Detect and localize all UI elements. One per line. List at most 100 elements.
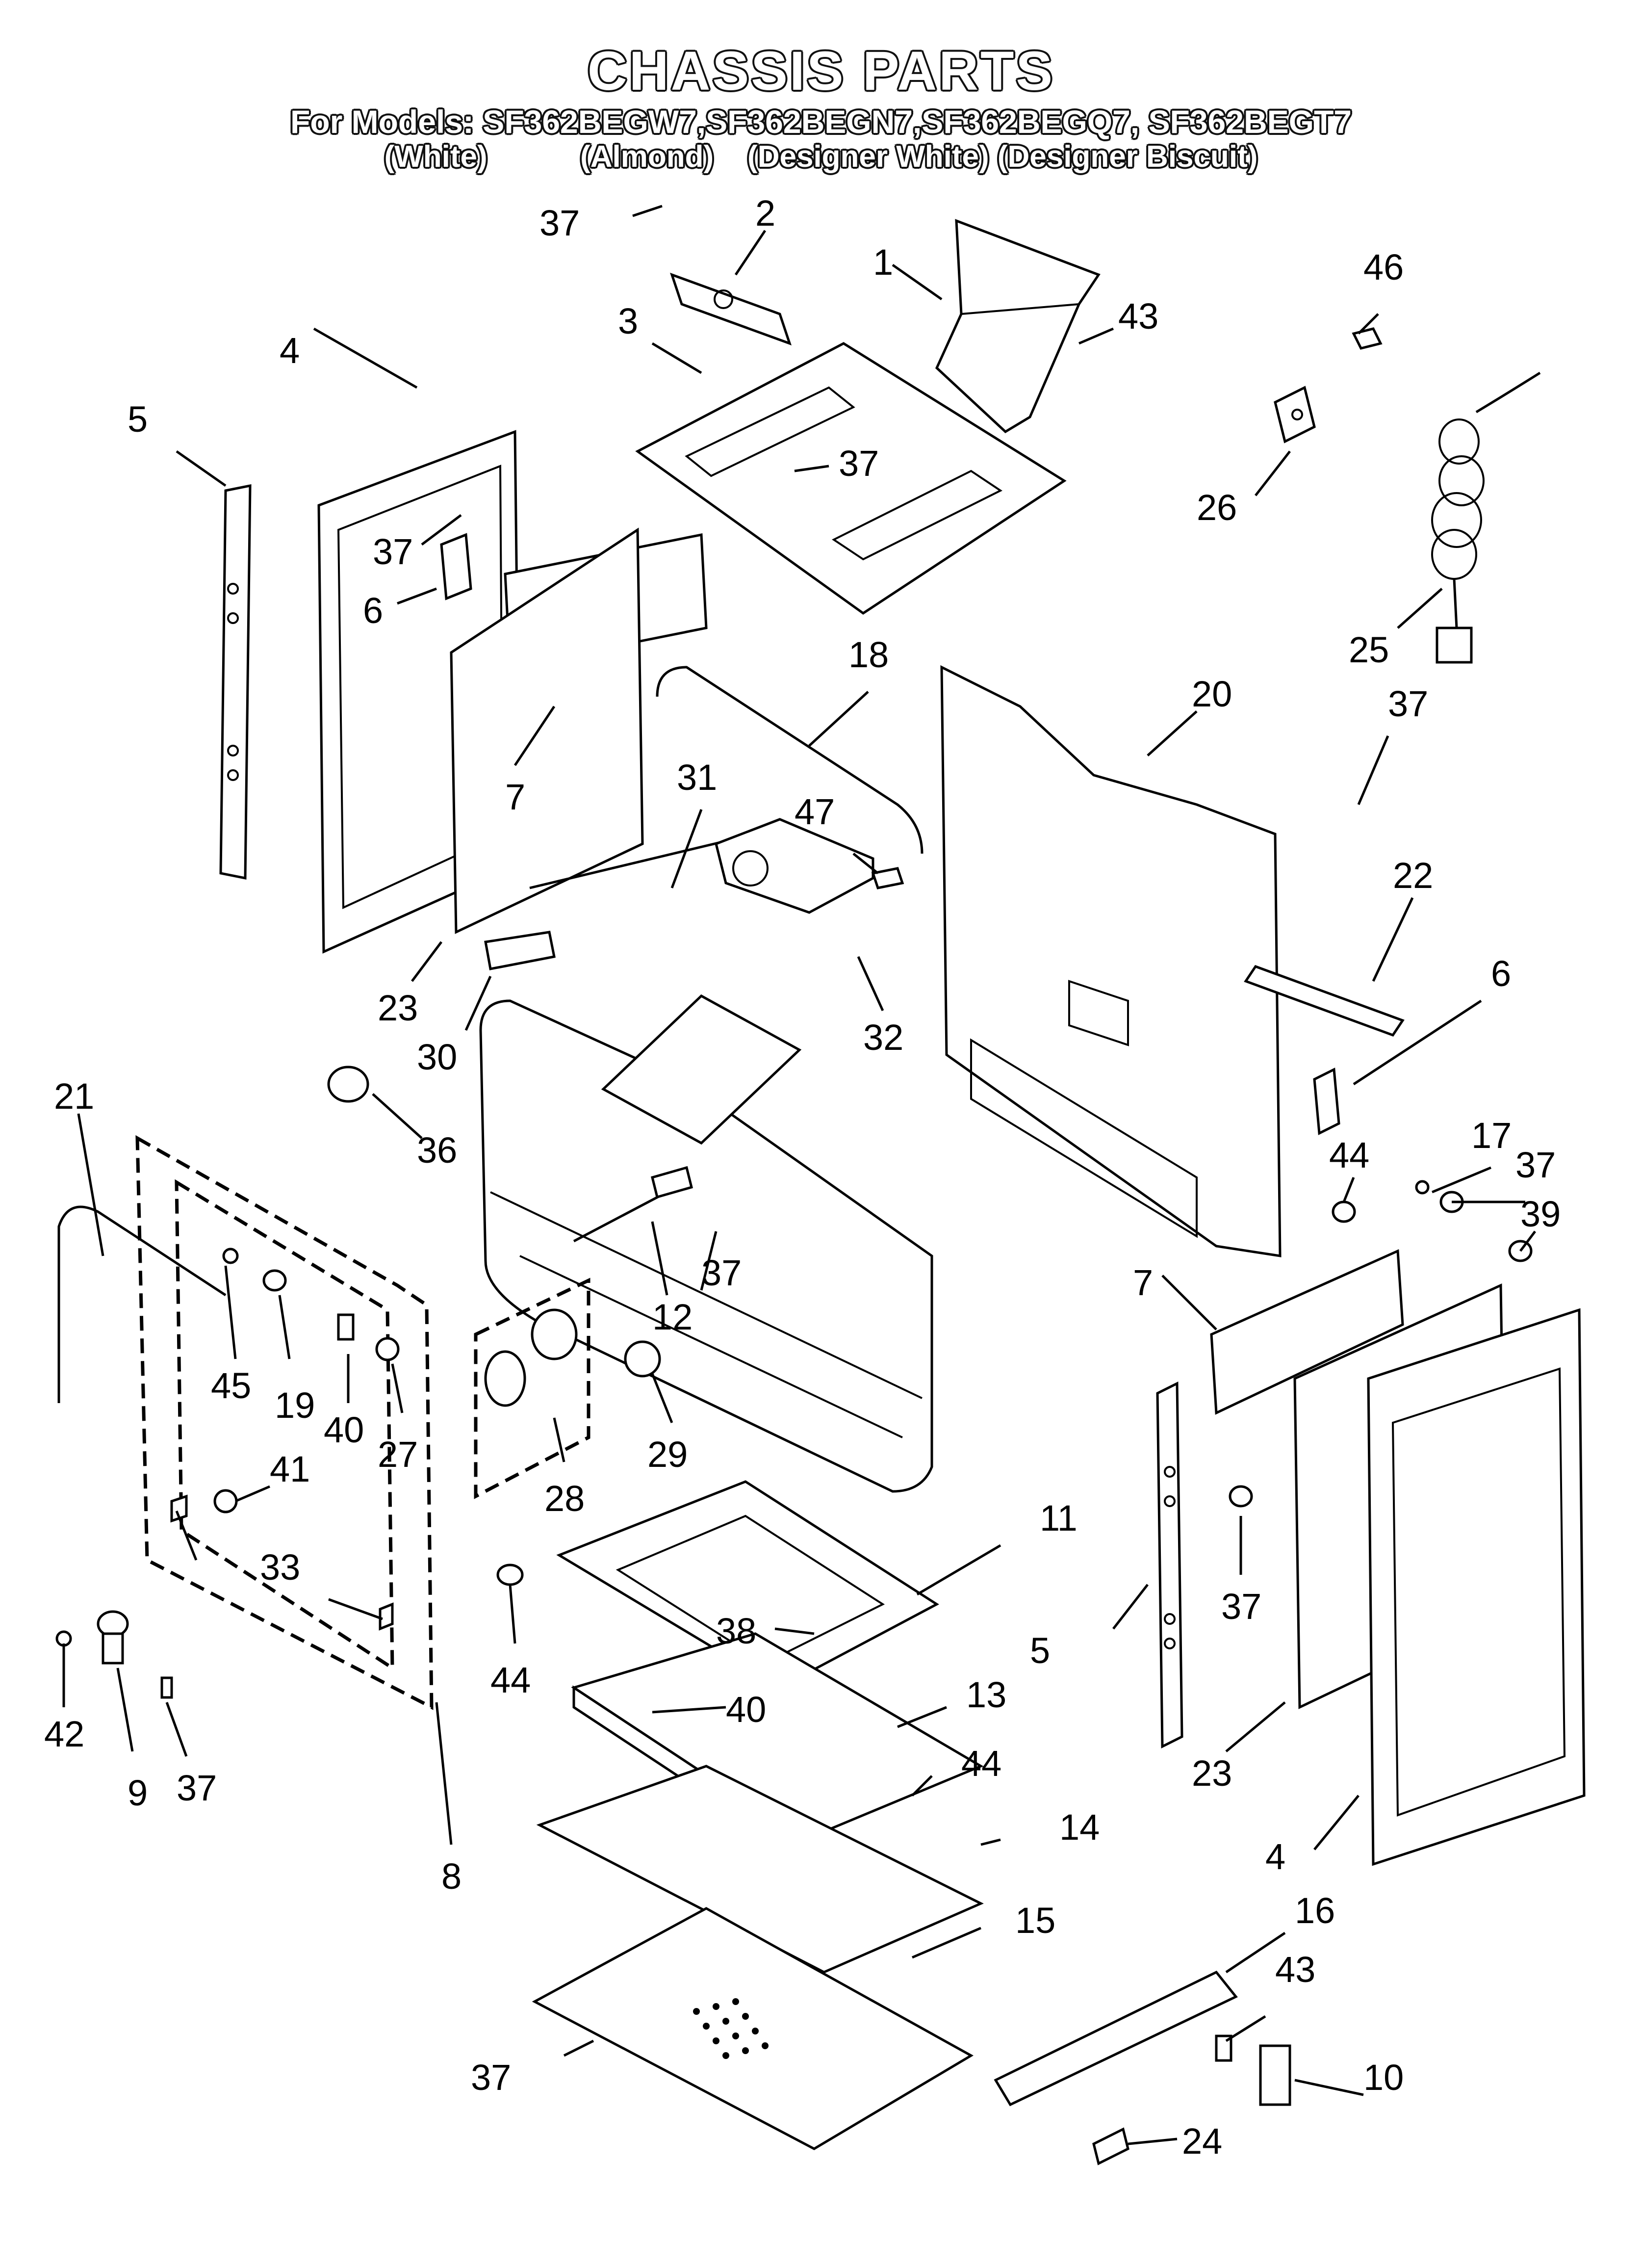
callout-28: 28 (544, 1478, 585, 1519)
callout-17: 17 (1471, 1115, 1512, 1156)
model-numbers: For Models: SF362BEGW7,SF362BEGN7,SF362B… (290, 104, 1352, 140)
callout-38: 38 (716, 1611, 756, 1651)
part-44-screw-mid (496, 1564, 524, 1586)
callout-13: 13 (966, 1674, 1006, 1715)
callout-39: 39 (1520, 1194, 1561, 1234)
part-7-right-insulation (1210, 1249, 1404, 1415)
callout-24: 24 (1182, 2121, 1222, 2162)
callout-37: 37 (1515, 1145, 1556, 1185)
callout-44: 44 (961, 1743, 1001, 1784)
callout-44: 44 (490, 1660, 531, 1700)
part-32-valve-assembly (715, 818, 874, 914)
callout-31: 31 (677, 757, 717, 798)
callout-47: 47 (795, 791, 835, 832)
callout-4: 4 (280, 330, 300, 371)
callout-6: 6 (1491, 953, 1511, 994)
callout-23: 23 (378, 988, 418, 1028)
part-16-base-rail (994, 1970, 1238, 2107)
callout-5: 5 (1030, 1630, 1050, 1671)
callout-37: 37 (839, 443, 879, 484)
leader-lines (62, 205, 1536, 2145)
callout-42: 42 (44, 1714, 84, 1754)
part-9-leveler (55, 1610, 173, 1699)
callout-21: 21 (54, 1076, 94, 1117)
part-26-cord-bracket (1274, 386, 1316, 443)
callout-4: 4 (1265, 1836, 1285, 1877)
callout-20: 20 (1192, 674, 1232, 714)
callout-8: 8 (441, 1856, 462, 1897)
frame-fasteners (170, 1248, 400, 1631)
callout-43: 43 (1118, 296, 1158, 337)
callout-46: 46 (1363, 247, 1404, 287)
part-36-plug-button (327, 1066, 369, 1103)
callout-37: 37 (1221, 1586, 1261, 1627)
part-25-power-cord (1431, 371, 1541, 664)
part-1-vent-duct (935, 219, 1101, 434)
part-30-bracket (484, 931, 556, 970)
callout-7: 7 (505, 777, 525, 817)
callout-1: 1 (873, 242, 893, 283)
part-29-bulb (624, 1340, 661, 1378)
part-6-left-hinge-clip (440, 533, 472, 600)
part-28-light-socket (474, 1277, 590, 1499)
callout-7: 7 (1133, 1262, 1153, 1303)
part-6-right-clip (1313, 1068, 1340, 1135)
callout-37: 37 (471, 2057, 511, 2098)
callout-27: 27 (378, 1434, 418, 1475)
diagram-title: CHASSIS PARTS (587, 40, 1055, 102)
callout-19: 19 (275, 1385, 315, 1426)
right-top-fasteners (1229, 1180, 1533, 1508)
callout-22: 22 (1393, 855, 1433, 896)
part-47-screw (871, 867, 904, 889)
callout-40: 40 (324, 1409, 364, 1450)
callout-30: 30 (417, 1037, 457, 1077)
callout-26: 26 (1197, 487, 1237, 528)
callout-11: 11 (1040, 1498, 1078, 1538)
part-5-right-side-rail (1156, 1381, 1183, 1749)
part-11-broiler-pan (556, 1480, 939, 1689)
callout-45: 45 (211, 1365, 251, 1406)
callout-16: 16 (1295, 1890, 1335, 1931)
callout-25: 25 (1349, 629, 1389, 670)
callout-14: 14 (1059, 1807, 1100, 1848)
callout-5: 5 (128, 399, 148, 440)
part-8-front-frame (135, 1135, 434, 1710)
callout-44: 44 (1329, 1135, 1369, 1175)
callout-33: 33 (260, 1547, 300, 1588)
callout-32: 32 (863, 1017, 903, 1058)
lower-right-hardware (1092, 2034, 1291, 2165)
callout-6: 6 (363, 590, 383, 631)
part-3-top-panel (635, 342, 1067, 615)
callout-37: 37 (373, 531, 413, 572)
callout-3: 3 (618, 301, 638, 341)
part-12-sensor (573, 1166, 693, 1243)
part-15-bottom-panel (532, 1907, 974, 2150)
callout-23: 23 (1192, 1753, 1232, 1794)
model-colors: (White) (Almond) (Designer White) (Desig… (384, 140, 1258, 174)
callout-41: 41 (270, 1449, 310, 1489)
callout-29: 29 (647, 1434, 688, 1475)
part-23-left-side-shield (450, 527, 644, 934)
callout-37: 37 (177, 1768, 217, 1808)
part-22-rail (1244, 965, 1405, 1037)
part-4-right-side-panel (1367, 1308, 1586, 1866)
callout-2: 2 (755, 193, 775, 234)
part-46-screw (1352, 327, 1383, 350)
callout-37: 37 (1388, 683, 1428, 724)
callout-18: 18 (848, 634, 889, 675)
callout-37: 37 (539, 203, 580, 243)
callout-12: 12 (652, 1297, 693, 1337)
callout-37: 37 (701, 1252, 742, 1293)
part-18-gasket (656, 666, 924, 854)
part-5-left-side-rail (219, 484, 252, 880)
callout-9: 9 (128, 1773, 148, 1813)
part-20-back-panel (940, 665, 1282, 1257)
callout-10: 10 (1363, 2057, 1404, 2098)
callout-40: 40 (726, 1689, 766, 1730)
callout-36: 36 (417, 1130, 457, 1171)
oven-cavity (479, 994, 933, 1493)
callout-43: 43 (1275, 1949, 1315, 1990)
callout-15: 15 (1015, 1900, 1055, 1941)
part-2-top-bracket (669, 272, 792, 346)
